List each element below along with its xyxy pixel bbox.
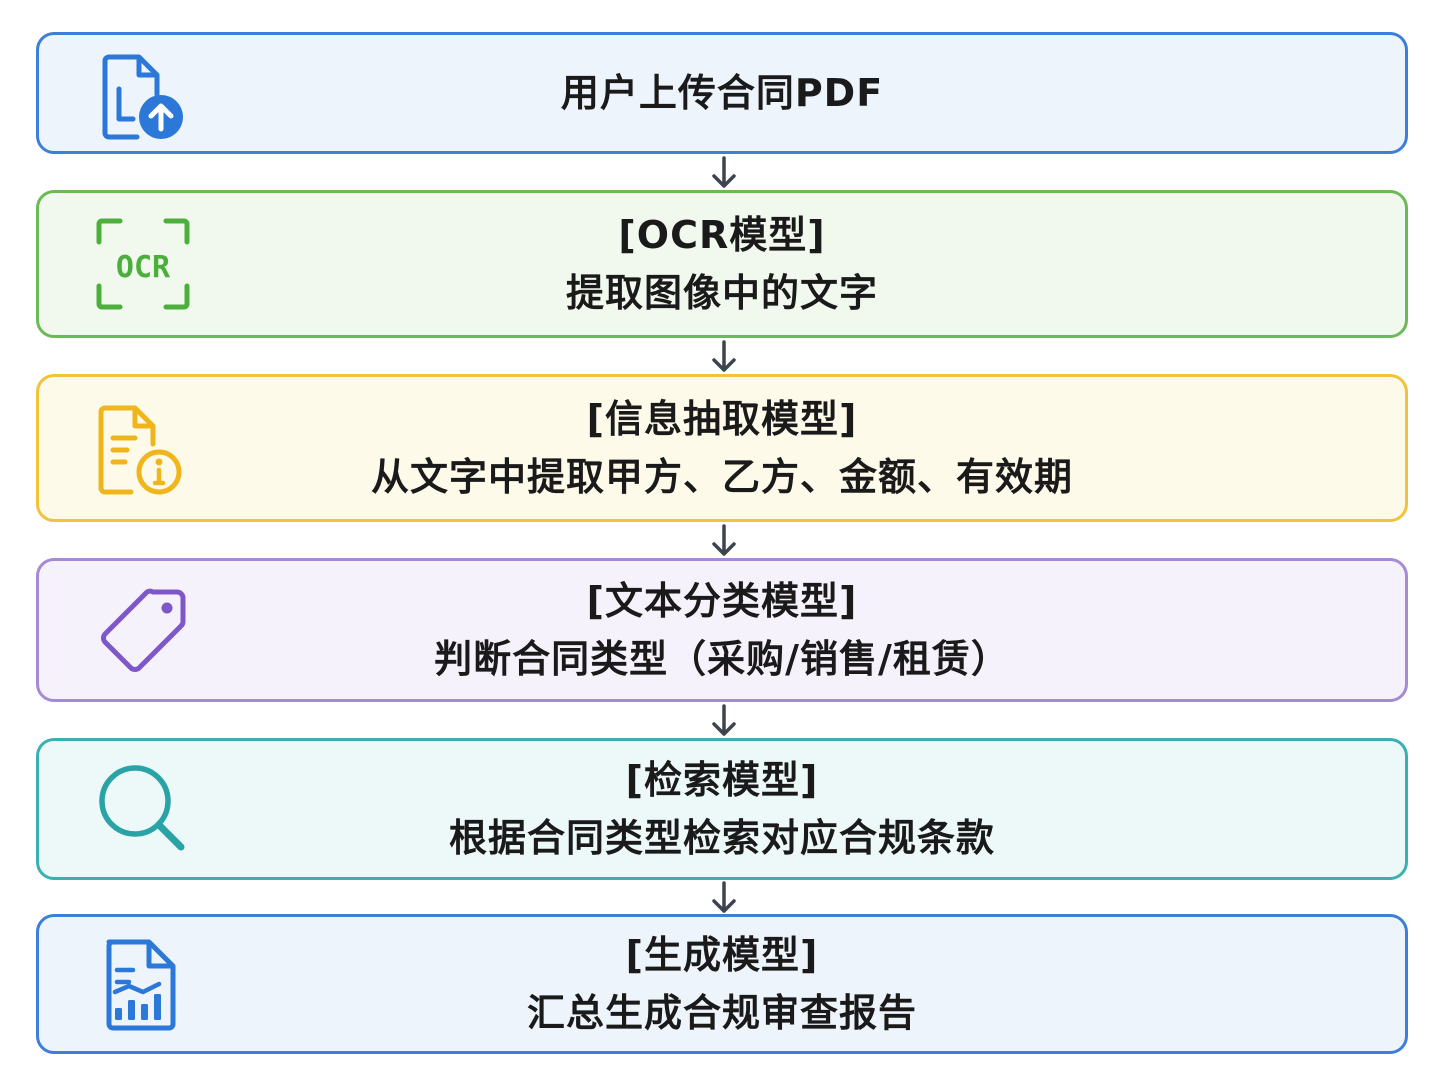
document-fold <box>146 942 173 969</box>
step-classify: [文本分类模型] 判断合同类型（采购/销售/租赁） <box>36 558 1408 702</box>
tag-icon-svg <box>101 588 186 672</box>
flow-arrow <box>709 704 739 738</box>
bar <box>141 1004 148 1020</box>
tag-hole <box>161 602 173 614</box>
step-text: [信息抽取模型] 从文字中提取甲方、乙方、金额、有效期 <box>199 377 1245 519</box>
upload-arrow <box>148 103 174 132</box>
step-text: [文本分类模型] 判断合同类型（采购/销售/租赁） <box>199 561 1245 699</box>
info-dot <box>155 458 163 466</box>
step-text: [生成模型] 汇总生成合规审查报告 <box>199 917 1245 1051</box>
magnifier-lens <box>99 765 171 837</box>
step-title: [信息抽取模型] <box>586 397 858 441</box>
info-stem <box>152 467 166 486</box>
step-description: 从文字中提取甲方、乙方、金额、有效期 <box>370 455 1073 499</box>
search-icon-svg <box>99 765 185 851</box>
document-outline-lower <box>102 58 140 140</box>
report-chart-icon <box>95 936 191 1032</box>
tag-outline <box>101 588 186 672</box>
scan-corner-bl <box>96 283 123 310</box>
flow-arrow <box>709 881 739 915</box>
document-outline <box>106 939 176 1031</box>
step-title: [OCR模型] <box>618 213 826 257</box>
step-description: 判断合同类型（采购/销售/租赁） <box>434 637 1010 681</box>
ocr-scan-icon-svg: OCR <box>96 218 190 310</box>
document-info-icon-svg <box>98 405 182 495</box>
step-text: 用户上传合同PDF <box>199 35 1245 151</box>
report-chart-icon-svg <box>106 939 176 1031</box>
step-title: 用户上传合同PDF <box>560 71 884 115</box>
info-badge <box>136 449 182 495</box>
text-lines <box>114 967 136 985</box>
document-fold <box>132 408 153 429</box>
flow-arrow <box>709 524 739 558</box>
text-lines <box>110 435 138 465</box>
bar <box>154 994 161 1020</box>
step-text: [检索模型] 根据合同类型检索对应合规条款 <box>199 741 1245 877</box>
step-description: 汇总生成合规审查报告 <box>526 991 917 1035</box>
scan-corner-tr <box>163 218 190 245</box>
magnifier-handle <box>155 821 185 851</box>
pdf-upload-icon-svg <box>102 54 183 140</box>
step-text: [OCR模型] 提取图像中的文字 <box>199 193 1245 335</box>
step-retrieve: [检索模型] 根据合同类型检索对应合规条款 <box>36 738 1408 880</box>
step-extract: [信息抽取模型] 从文字中提取甲方、乙方、金额、有效期 <box>36 374 1408 522</box>
document-fold <box>136 57 157 78</box>
ocr-scan-icon: OCR <box>95 216 191 312</box>
flow-arrow <box>709 340 739 374</box>
flow-arrow <box>709 156 739 190</box>
step-generate: [生成模型] 汇总生成合规审查报告 <box>36 914 1408 1054</box>
step-title: [生成模型] <box>625 933 819 977</box>
pdf-upload-icon <box>95 45 191 141</box>
step-upload: 用户上传合同PDF <box>36 32 1408 154</box>
step-description: 根据合同类型检索对应合规条款 <box>448 816 995 860</box>
step-ocr: OCR [OCR模型] 提取图像中的文字 <box>36 190 1408 338</box>
document-outline-lower <box>98 409 134 495</box>
bar <box>128 1000 135 1020</box>
step-description: 提取图像中的文字 <box>565 271 878 315</box>
search-icon <box>95 761 191 857</box>
step-title: [检索模型] <box>625 758 819 802</box>
scan-corner-br <box>163 283 190 310</box>
trend-line <box>112 981 162 995</box>
document-info-icon <box>95 400 191 496</box>
step-title: [文本分类模型] <box>586 579 858 623</box>
scan-corner-tl <box>96 218 123 245</box>
letter-l <box>116 86 136 122</box>
tag-icon <box>95 582 191 678</box>
bar <box>115 1008 122 1020</box>
ocr-icon-label: OCR <box>116 250 171 285</box>
